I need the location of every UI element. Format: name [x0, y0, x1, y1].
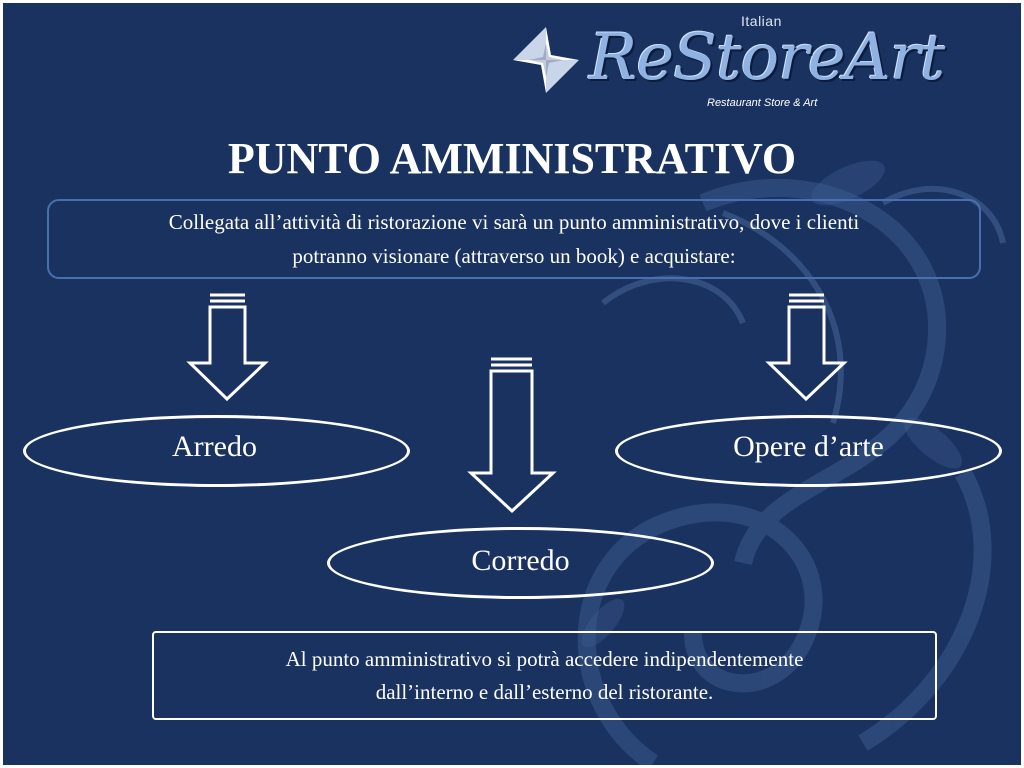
arrows-layer	[186, 293, 848, 514]
footer-box: Al punto amministrativo si potrà acceder…	[152, 631, 937, 720]
intro-text: Collegata all’attività di ristorazione v…	[169, 205, 860, 273]
page-title: PUNTO AMMINISTRATIVO	[227, 134, 797, 183]
arrow-to-corredo	[467, 357, 557, 514]
ellipse-corredo: Corredo	[327, 527, 714, 599]
compass-star-icon	[513, 27, 579, 93]
ellipse-opere-darte: Opere d’arte	[615, 415, 1002, 487]
arredo-label: Arredo	[172, 430, 257, 463]
logo-italian-label: Italian	[741, 13, 782, 29]
slide: Italian ReStoreArt Restaurant Store & Ar…	[3, 3, 1021, 765]
arrow-to-arredo	[186, 293, 269, 402]
restoreart-logo: Italian ReStoreArt Restaurant Store & Ar…	[511, 11, 961, 115]
intro-line-1: Collegata all’attività di ristorazione v…	[168, 210, 860, 234]
background-ornament	[577, 160, 1006, 765]
logo-wordmark: ReStoreArt	[589, 21, 945, 95]
logo-tagline: Restaurant Store & Art	[707, 97, 818, 109]
corredo-label: Corredo	[471, 544, 570, 577]
opere-darte-label: Opere d’arte	[733, 430, 884, 463]
footer-line-2: dall’interno e dall’esterno del ristoran…	[375, 679, 714, 704]
ellipse-arredo: Arredo	[23, 415, 410, 487]
footer-line-1: Al punto amministrativo si potrà acceder…	[285, 646, 804, 671]
intro-box: Collegata all’attività di ristorazione v…	[47, 199, 981, 279]
intro-line-2: potranno visionare (attraverso un book) …	[292, 244, 736, 268]
arrow-to-opere	[765, 293, 848, 402]
footer-text: Al punto amministrativo si potrà acceder…	[286, 643, 804, 709]
